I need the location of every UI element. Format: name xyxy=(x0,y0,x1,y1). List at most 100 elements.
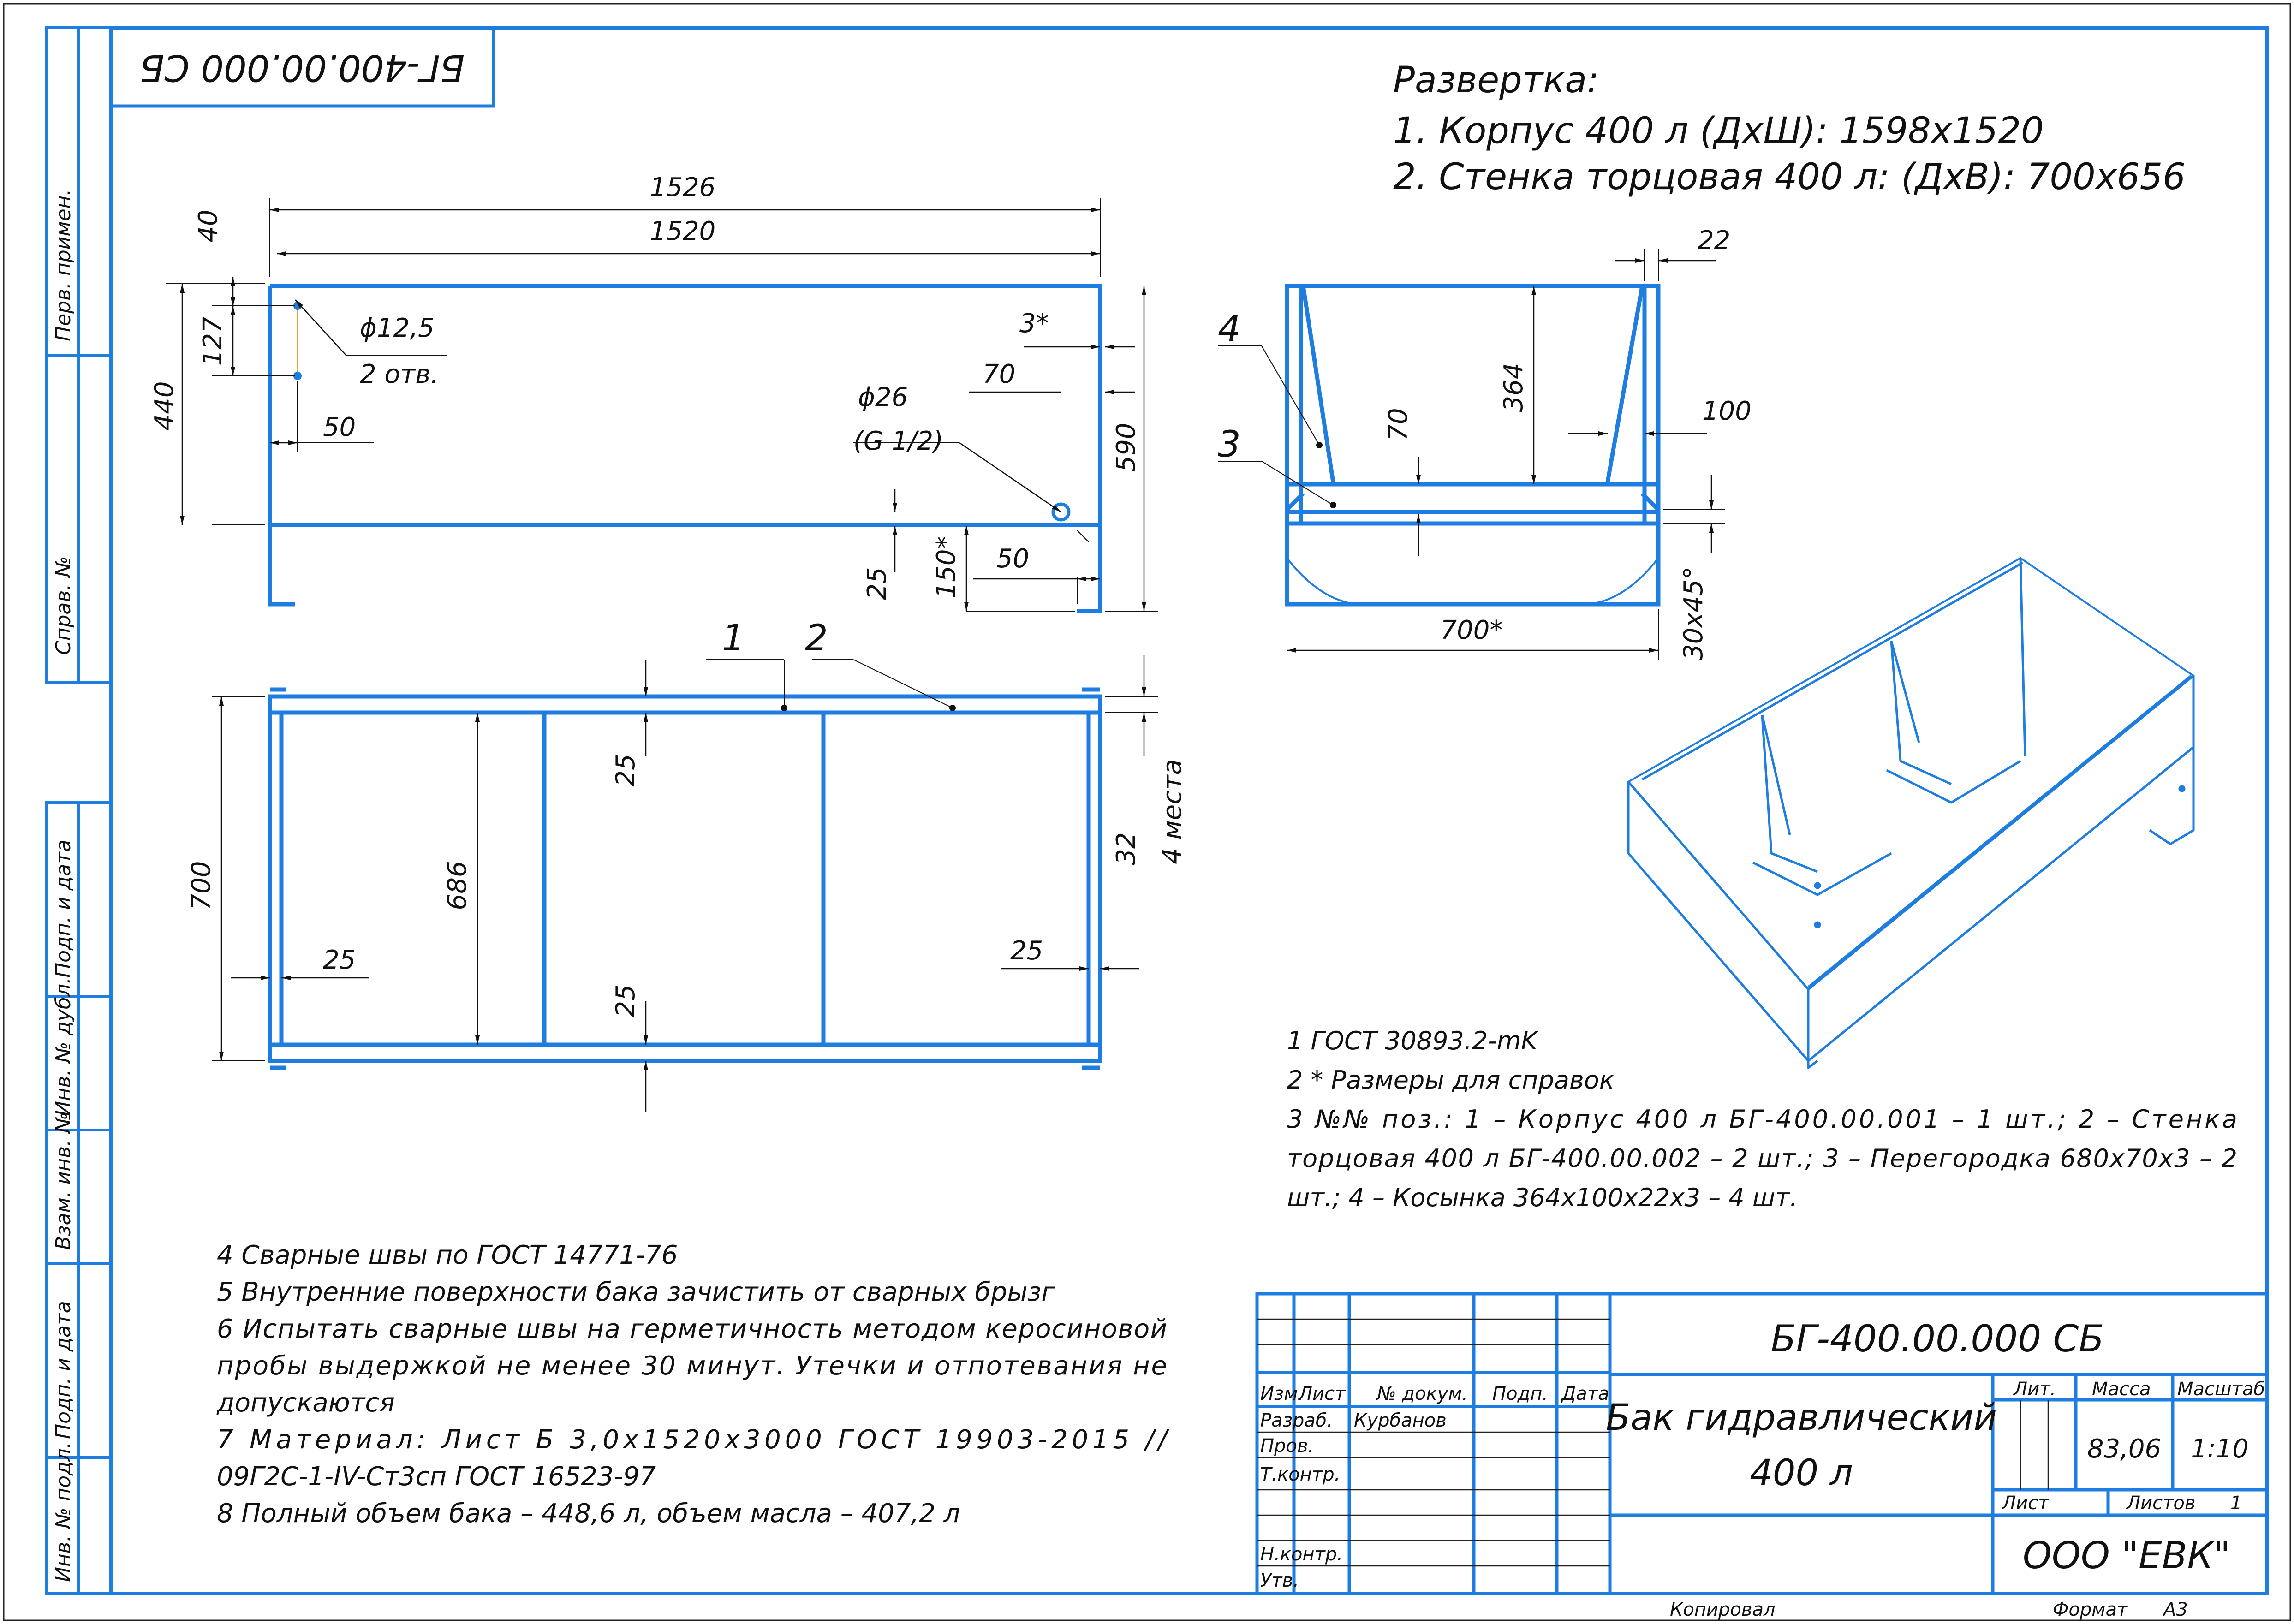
field-vzam-inv: Взам. инв. № xyxy=(52,1112,75,1250)
note-right-4: торцовая 400 л БГ-400.00.002 – 2 шт.; 3 … xyxy=(1287,1144,2237,1173)
sheet-label: Лист xyxy=(2001,1493,2050,1514)
field-podp-data-2: Подп. и дата xyxy=(52,1301,75,1439)
top-dimensions: 1 2 700 686 25 25 25 25 32 4 места xyxy=(186,618,1187,1112)
dim-25-top-upper: 25 xyxy=(611,754,641,786)
hole-12-count: 2 отв. xyxy=(360,359,439,389)
row-tkontr: Т.контр. xyxy=(1260,1464,1340,1485)
pos-2: 2 xyxy=(805,618,828,659)
lit-label: Лит. xyxy=(2013,1379,2056,1400)
dim-chamfer: 30х45° xyxy=(1679,566,1709,660)
scale-value: 1:10 xyxy=(2191,1434,2249,1464)
field-podp-data-1: Подп. и дата xyxy=(52,839,75,978)
front-view xyxy=(268,284,1102,613)
note-right-5: шт.; 4 – Косынка 364х100х22х3 – 4 шт. xyxy=(1287,1183,1798,1212)
pos-4: 4 xyxy=(1218,309,1241,350)
dim-50-left: 50 xyxy=(323,412,356,442)
stamp-name-1: Бак гидравлический xyxy=(1606,1397,1997,1439)
dim-686: 686 xyxy=(442,861,472,910)
note-left-5: 5 Внутренние поверхности бака зачистить … xyxy=(217,1277,1055,1307)
binding-strip xyxy=(45,26,112,1595)
notes-right: 1 ГОСТ 30893.2-mK 2 * Размеры для справо… xyxy=(1287,1026,2237,1212)
dim-700-side: 700* xyxy=(1441,615,1503,645)
rotated-code: БГ-400.00.000 СБ xyxy=(140,47,465,88)
dim-3: 3* xyxy=(1019,309,1049,339)
dim-70-front: 70 xyxy=(983,359,1015,389)
row-prov: Пров. xyxy=(1260,1435,1314,1457)
unfold-line-2: 2. Стенка торцовая 400 л: (ДхВ): 700х656 xyxy=(1393,156,2186,198)
notes-left: 4 Сварные швы по ГОСТ 14771-76 5 Внутрен… xyxy=(216,1240,1169,1529)
pos-1: 1 xyxy=(722,618,745,659)
dim-100: 100 xyxy=(1702,396,1752,426)
title-block xyxy=(1255,1292,2269,1595)
side-view xyxy=(1285,284,1661,607)
col-doc: № докум. xyxy=(1376,1383,1468,1404)
note-left-8: 8 Полный объем бака – 448,6 л, объем мас… xyxy=(217,1499,960,1529)
outer-border xyxy=(3,3,2291,1621)
dim-364: 364 xyxy=(1499,363,1529,412)
field-perv-primen: Перв. примен. xyxy=(52,189,75,341)
copied-label: Копировал xyxy=(1670,1599,1776,1620)
dim-590: 590 xyxy=(1111,423,1141,472)
note-left-6c: допускаются xyxy=(216,1388,395,1418)
field-inv-dubl: Инв. № дубл. xyxy=(52,977,75,1116)
mass-label: Масса xyxy=(2092,1379,2151,1400)
col-date: Дата xyxy=(1561,1383,1609,1404)
iso-view xyxy=(1627,557,2195,1069)
dim-25-front: 25 xyxy=(862,567,892,600)
hole-12-lower xyxy=(293,372,302,380)
dim-700-top: 700 xyxy=(186,861,216,910)
hole-12-label: ϕ12,5 xyxy=(360,313,435,343)
sheets-label: Листов xyxy=(2126,1493,2195,1514)
pos-3: 3 xyxy=(1218,424,1241,465)
unfold-info: Развертка: 1. Корпус 400 л (ДхШ): 1598х1… xyxy=(1393,59,2186,198)
dim-1526: 1526 xyxy=(650,173,716,202)
col-izm: Изм. xyxy=(1260,1383,1304,1404)
format-label: Формат xyxy=(2053,1599,2128,1620)
dim-1520: 1520 xyxy=(650,216,716,246)
row-razrab: Разраб. xyxy=(1260,1410,1333,1431)
col-sign: Подп. xyxy=(1492,1383,1548,1404)
rotated-code-box xyxy=(109,26,495,108)
note-right-3: 3 №№ поз.: 1 – Корпус 400 л БГ-400.00.00… xyxy=(1287,1105,2237,1134)
format-value: А3 xyxy=(2162,1599,2188,1620)
sheets-value: 1 xyxy=(2230,1493,2242,1514)
dim-25-right: 25 xyxy=(1010,936,1043,966)
dim-50-right: 50 xyxy=(996,544,1029,574)
dim-127: 127 xyxy=(198,316,228,366)
stamp-code: БГ-400.00.000 СБ xyxy=(1771,1317,2104,1360)
field-sprav: Справ. № xyxy=(52,556,75,655)
dim-150: 150* xyxy=(931,536,961,599)
dim-32: 32 xyxy=(1111,832,1141,865)
field-inv-podl: Инв. № подл. xyxy=(52,1442,75,1582)
top-view xyxy=(268,687,1102,1070)
front-dimensions: 1526 1520 440 40 127 50 ϕ12,5 2 отв. 3* … xyxy=(149,173,1158,612)
hole-26-label: ϕ26 xyxy=(858,382,908,412)
dim-25-top-lower: 25 xyxy=(611,984,641,1017)
razrab-name: Курбанов xyxy=(1354,1410,1447,1431)
four-places: 4 места xyxy=(1157,759,1187,864)
col-list: Лист xyxy=(1298,1383,1346,1404)
hole-26-thread: (G 1/2) xyxy=(853,426,943,456)
title-block-thick-rows xyxy=(1257,1371,1610,1408)
note-left-4: 4 Сварные швы по ГОСТ 14771-76 xyxy=(217,1240,678,1270)
side-dimensions: 22 364 70 100 700* 30х45° 4 3 xyxy=(1218,226,1752,660)
stamp-name-2: 400 л xyxy=(1750,1452,1853,1494)
unfold-title: Развертка: xyxy=(1393,59,1599,101)
row-nkontr: Н.контр. xyxy=(1260,1544,1343,1565)
note-left-7b: 09Г2С-1-IV-Ст3сп ГОСТ 16523-97 xyxy=(217,1462,656,1492)
scale-label: Масштаб xyxy=(2177,1379,2265,1400)
note-right-2: 2 * Размеры для справок xyxy=(1287,1065,1615,1095)
unfold-line-1: 1. Корпус 400 л (ДхШ): 1598х1520 xyxy=(1393,110,2044,152)
note-left-6a: 6 Испытать сварные швы на герметичность … xyxy=(217,1314,1167,1344)
title-block-text: Изм. Лист № докум. Подп. Дата Разраб. Ку… xyxy=(1260,1317,2265,1620)
company: ООО "ЕВК" xyxy=(2023,1534,2230,1577)
mass-value: 83,06 xyxy=(2087,1434,2161,1464)
dim-40: 40 xyxy=(193,209,223,242)
dim-70-side: 70 xyxy=(1383,408,1413,440)
note-right-1: 1 ГОСТ 30893.2-mK xyxy=(1287,1026,1539,1055)
dim-440: 440 xyxy=(149,381,179,431)
dim-22: 22 xyxy=(1698,226,1730,256)
dim-25-left: 25 xyxy=(323,945,356,975)
note-left-6b: пробы выдержкой не менее 30 минут. Утечк… xyxy=(217,1351,1167,1381)
